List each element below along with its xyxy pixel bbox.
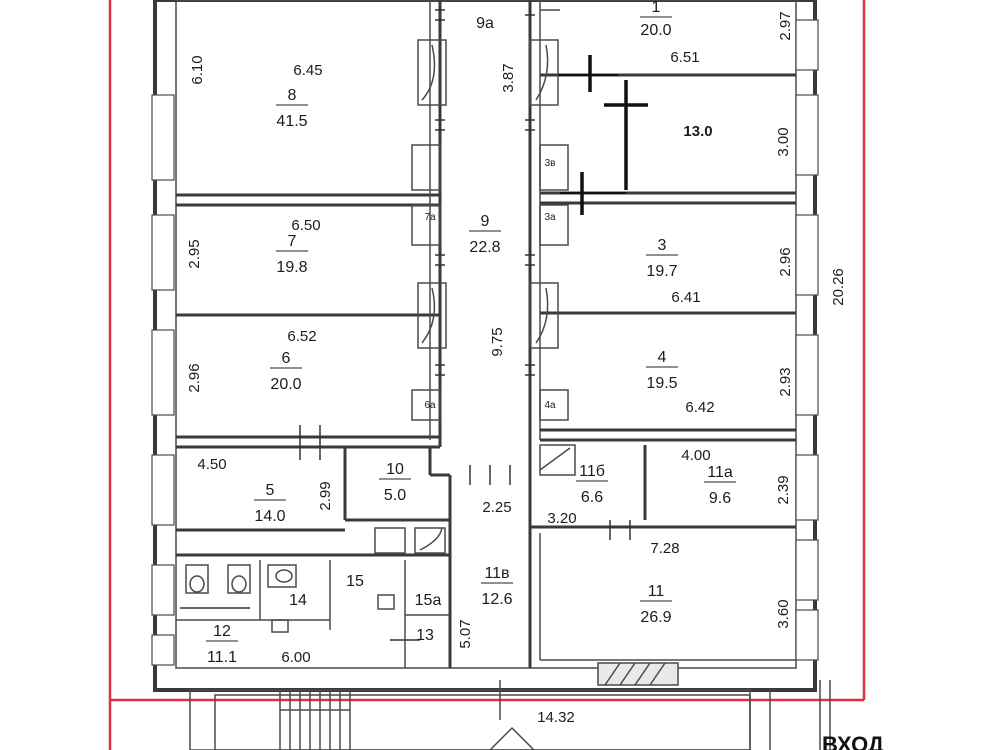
room-13-label: 13 — [416, 627, 434, 644]
stairs — [189, 680, 831, 750]
dim-2-93: 2.93 — [777, 367, 794, 396]
room-15a-label: 15a — [415, 592, 442, 609]
room-12-area: 11.1 — [207, 649, 237, 666]
room-15-label: 15 — [346, 573, 364, 590]
room-11a-number: 11a — [707, 464, 733, 481]
room-7-number: 7 — [288, 233, 297, 250]
dim-2-97: 2.97 — [777, 11, 794, 40]
dim-14-32: 14.32 — [537, 709, 575, 726]
room-1-area: 20.0 — [640, 22, 671, 39]
room-11v-number: 11в — [484, 565, 509, 582]
left-windows — [151, 94, 175, 666]
room-10-area: 5.0 — [384, 487, 406, 504]
room-9a-label: 9a — [476, 15, 494, 32]
room-labels: 1 20.0 8 41.5 7 19.8 9 22.8 3 19.7 6 20.… — [206, 0, 736, 666]
room-6-area: 20.0 — [270, 376, 301, 393]
room-3-area: 19.7 — [646, 263, 677, 280]
room-1-number: 1 — [652, 0, 661, 16]
exterior-walls — [153, 0, 817, 692]
closet-4a-label: 4a — [544, 400, 556, 411]
room-7-area: 19.8 — [276, 259, 307, 276]
dim-2-96-left: 2.96 — [186, 363, 203, 392]
dim-6-41: 6.41 — [671, 289, 700, 306]
room-4-number: 4 — [658, 349, 667, 366]
dim-4-50: 4.50 — [197, 456, 226, 473]
dim-3-20: 3.20 — [547, 510, 576, 527]
dim-3-87: 3.87 — [500, 63, 517, 92]
closet-6a-label: 6a — [424, 400, 436, 411]
room-11a-area: 9.6 — [709, 490, 731, 507]
room-11v-area: 12.6 — [481, 591, 512, 608]
room-11-number: 11 — [648, 583, 665, 600]
room-4-area: 19.5 — [646, 375, 677, 392]
dim-2-95: 2.95 — [186, 239, 203, 268]
toilet-fixtures — [185, 564, 395, 633]
dim-6-51: 6.51 — [670, 49, 699, 66]
dim-2-96-right: 2.96 — [777, 247, 794, 276]
room-3-number: 3 — [658, 237, 667, 254]
room-8-area: 41.5 — [276, 113, 307, 130]
red-boundary — [108, 0, 866, 750]
interior-walls — [176, 0, 796, 686]
dim-3-00: 3.00 — [775, 127, 792, 156]
dim-2-25: 2.25 — [482, 499, 511, 516]
dim-6-50: 6.50 — [291, 217, 320, 234]
area-annotation-13: 13.0 — [683, 123, 712, 140]
dim-6-42: 6.42 — [685, 399, 714, 416]
dim-2-39: 2.39 — [775, 475, 792, 504]
dim-2-99: 2.99 — [317, 481, 334, 510]
dim-3-60: 3.60 — [775, 599, 792, 628]
room-8-number: 8 — [288, 87, 297, 104]
room-11b-area: 6.6 — [581, 489, 603, 506]
dim-6-45: 6.45 — [293, 62, 322, 79]
room-11-area: 26.9 — [640, 609, 671, 626]
room-12-number: 12 — [213, 623, 231, 640]
room-5-number: 5 — [266, 482, 275, 499]
dim-6-00: 6.00 — [281, 649, 310, 666]
room-9-area: 22.8 — [469, 239, 500, 256]
dim-20-26: 20.26 — [830, 268, 847, 306]
room-9-number: 9 — [481, 213, 490, 230]
closet-3b-label: 3в — [545, 158, 556, 169]
room-11b-number: 11б — [579, 463, 605, 480]
annotation-marks — [558, 55, 648, 215]
closet-3a-label: 3a — [544, 212, 556, 223]
dim-4-00: 4.00 — [681, 447, 710, 464]
door-symbols — [411, 39, 576, 551]
entrance-label: ВХОД — [822, 732, 884, 750]
dim-7-28: 7.28 — [650, 540, 679, 557]
dimension-labels: 6.10 6.45 3.87 6.51 2.97 3.00 6.50 2.95 … — [186, 11, 847, 726]
room-14-label: 14 — [289, 592, 307, 609]
dim-6-52: 6.52 — [287, 328, 316, 345]
right-windows — [795, 19, 819, 661]
dim-9-75: 9.75 — [489, 327, 506, 356]
door-ticks — [180, 9, 631, 641]
dim-5-07: 5.07 — [457, 619, 474, 648]
room-5-area: 14.0 — [254, 508, 285, 525]
closet-7a-label: 7a — [424, 212, 436, 223]
dim-6-10: 6.10 — [189, 55, 206, 84]
room-10-number: 10 — [386, 461, 404, 478]
room-6-number: 6 — [282, 350, 291, 367]
